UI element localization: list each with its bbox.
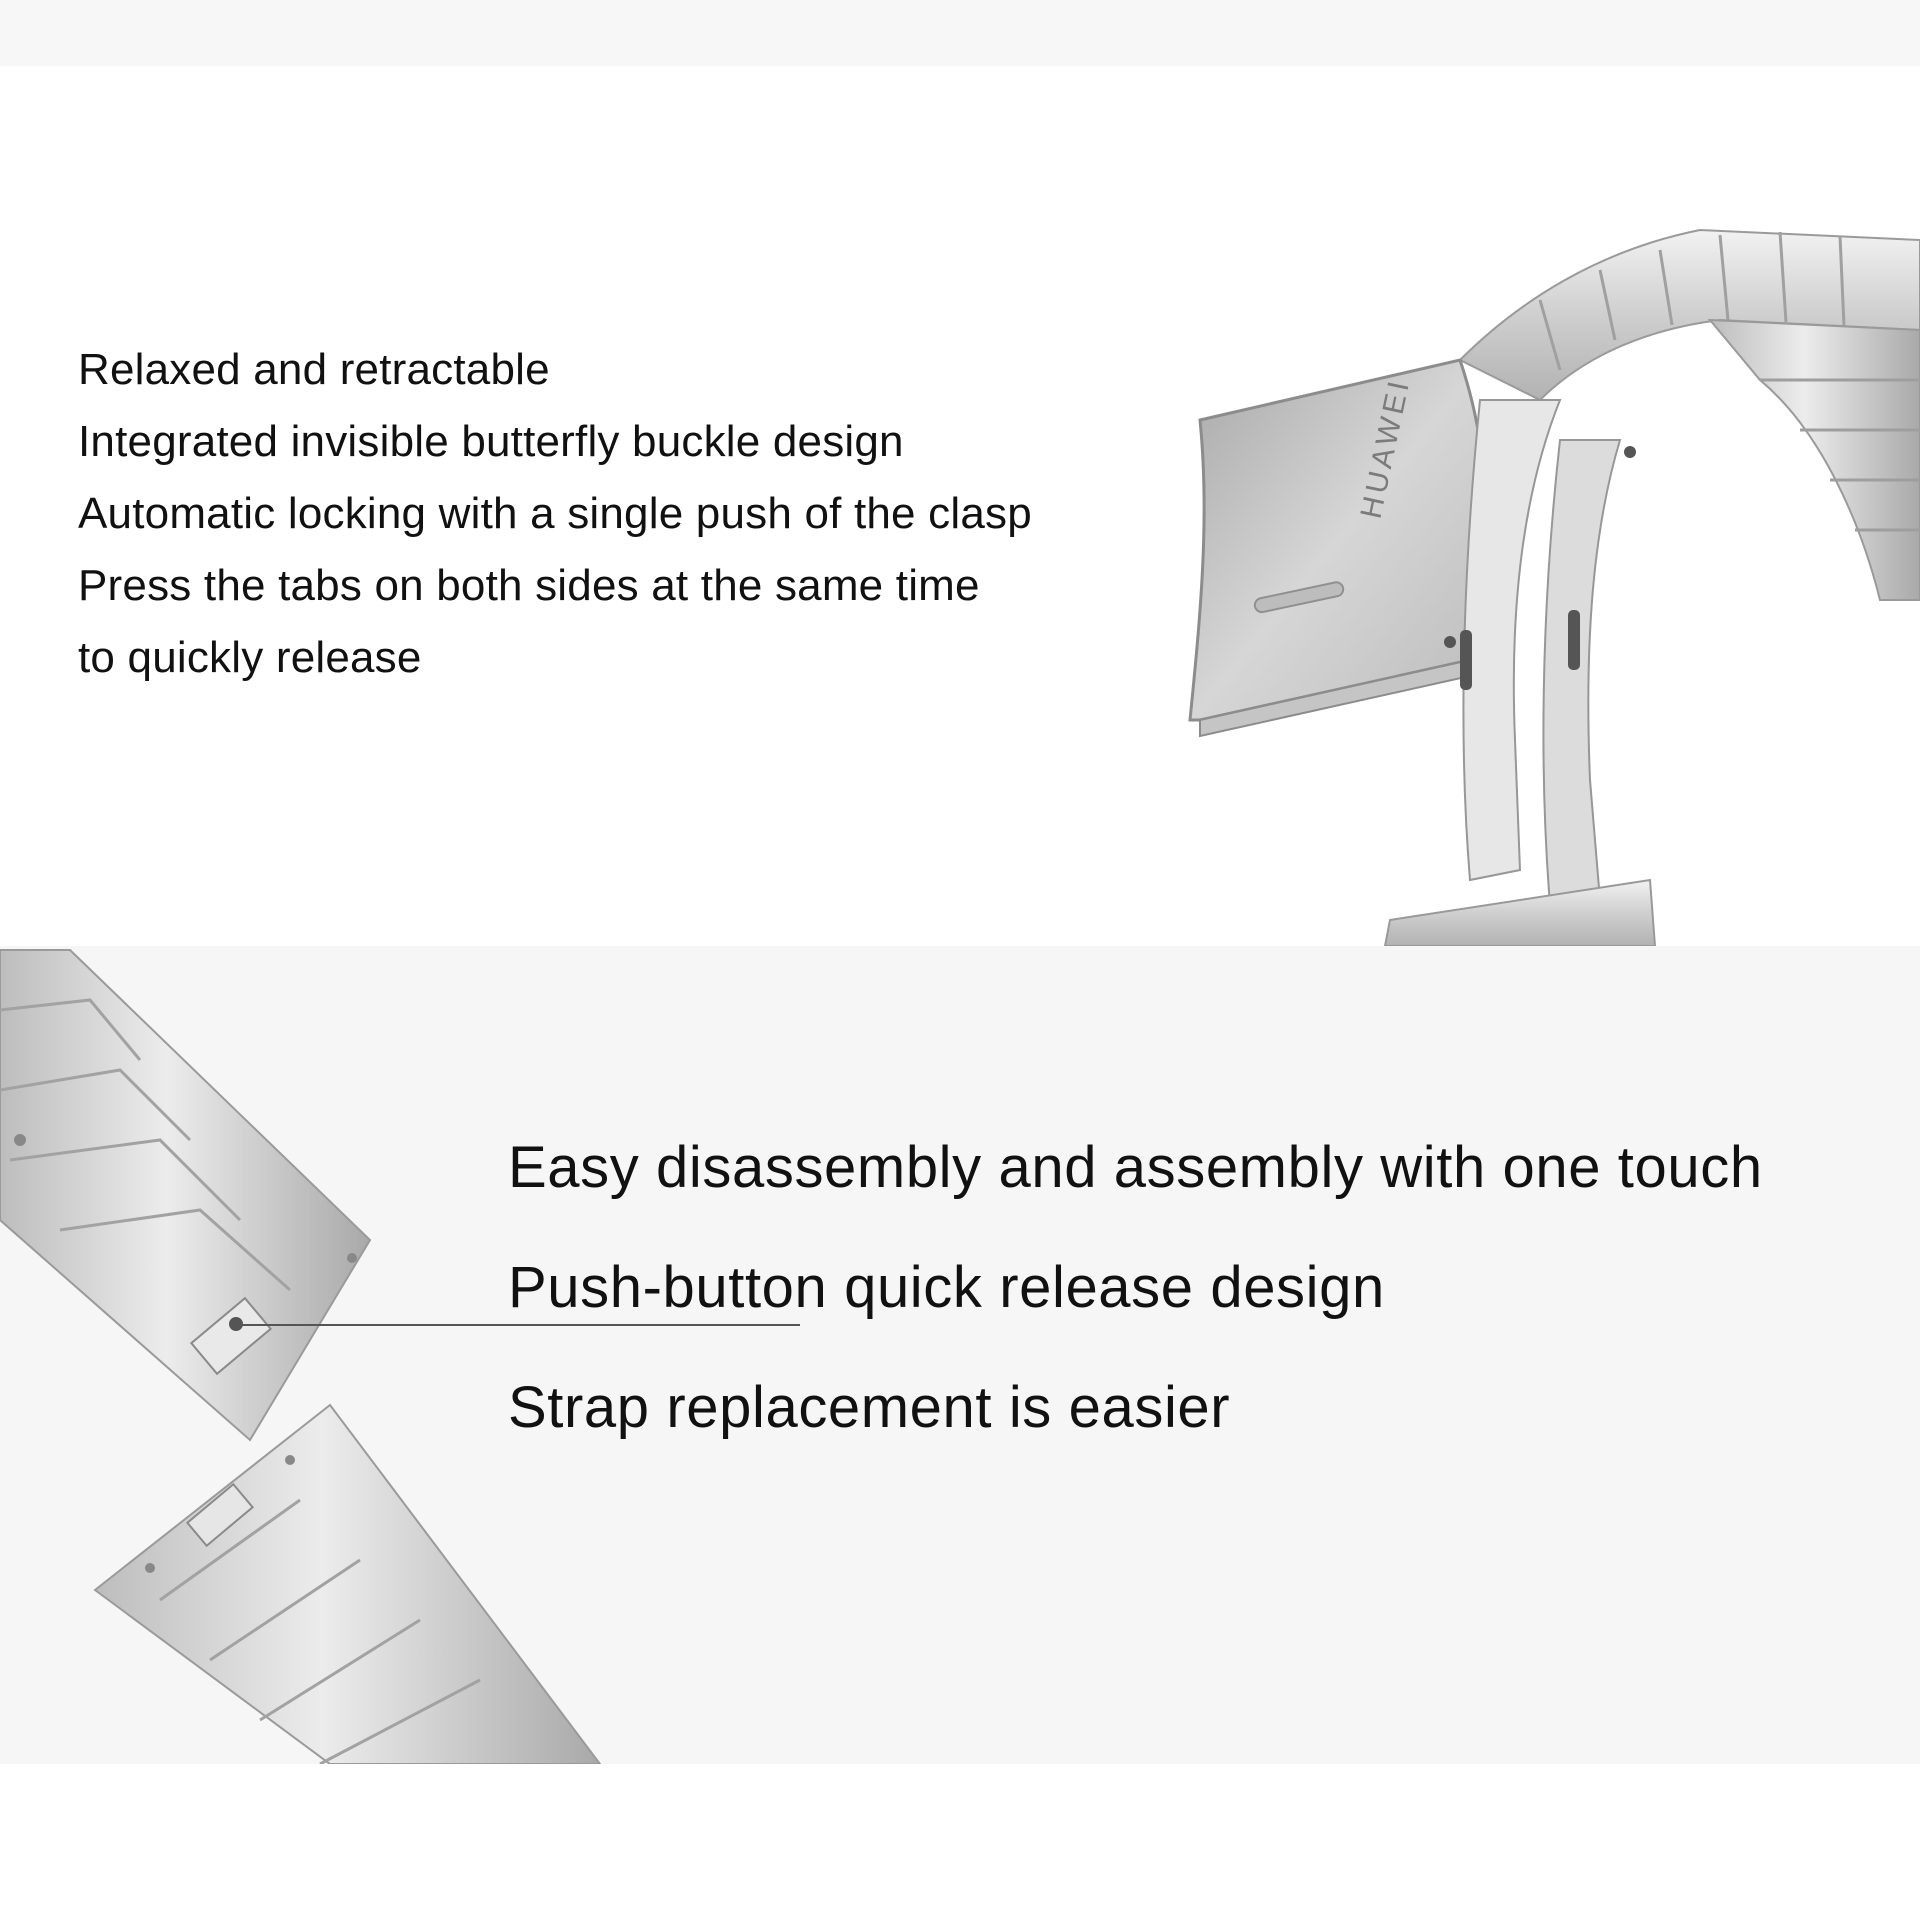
release-feature-2: Push-button quick release design	[508, 1255, 1385, 1320]
buckle-arm-left	[1462, 399, 1562, 882]
buckle-feature-3: Automatic locking with a single push of …	[78, 489, 1032, 538]
buckle-feature-1: Relaxed and retractable	[78, 345, 550, 394]
top-band	[0, 0, 1920, 66]
buckle-arm-right	[1542, 439, 1622, 907]
band-upper-links	[1458, 228, 1920, 402]
release-feature-3: Strap replacement is easier	[508, 1375, 1231, 1440]
butterfly-buckle-image: HUAWEI	[1188, 228, 1920, 946]
bottom-band	[0, 1764, 1920, 1920]
release-feature-1: Easy disassembly and assembly with one t…	[508, 1135, 1763, 1200]
buckle-feature-list: Relaxed and retractable Integrated invis…	[78, 334, 1032, 694]
quick-release-feature-list: Easy disassembly and assembly with one t…	[508, 1108, 1763, 1468]
band-right-links	[1707, 318, 1920, 601]
buckle-feature-5: to quickly release	[78, 633, 422, 682]
release-button	[189, 1296, 273, 1376]
release-button-callout-line	[236, 1324, 800, 1326]
buckle-feature-4: Press the tabs on both sides at the same…	[78, 561, 980, 610]
buckle-feature-2: Integrated invisible butterfly buckle de…	[78, 417, 904, 466]
clasp-plate	[1188, 358, 1486, 722]
quick-release-strap-image	[0, 949, 602, 1764]
strap-upper-segment	[0, 949, 372, 1442]
